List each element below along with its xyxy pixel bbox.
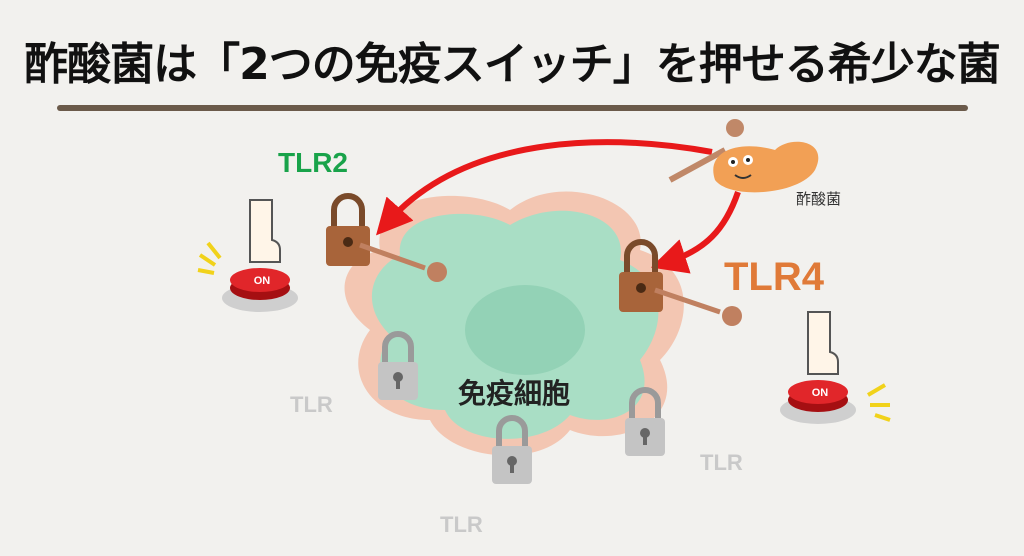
inactive-tlr-label: TLR — [290, 392, 333, 417]
page-title: 酢酸菌は「2つの免疫スイッチ」を押せる希少な菌 — [24, 39, 1001, 90]
hand-pressing-on-button-right — [780, 311, 891, 424]
acetobacter-character-icon — [668, 119, 819, 193]
inactive-tlr-label: TLR — [440, 512, 483, 537]
tlr2-lock-icon — [326, 196, 370, 266]
arrow-to-tlr2 — [376, 139, 713, 236]
key-icon-tlr4 — [654, 287, 742, 326]
on-button-label: ON — [254, 275, 271, 287]
key-icon-tlr2 — [359, 242, 447, 282]
inactive-tlr-label: TLR — [700, 450, 743, 475]
arrow-to-tlr4 — [650, 191, 741, 274]
immune-cell-label: 免疫細胞 — [458, 377, 571, 410]
bacteria-label: 酢酸菌 — [796, 190, 842, 208]
title-divider — [57, 105, 968, 111]
tlr4-label: TLR4 — [724, 255, 824, 299]
tlr2-label: TLR2 — [278, 147, 348, 178]
hand-pressing-on-button-left — [197, 199, 298, 312]
on-button-label: ON — [812, 387, 829, 399]
